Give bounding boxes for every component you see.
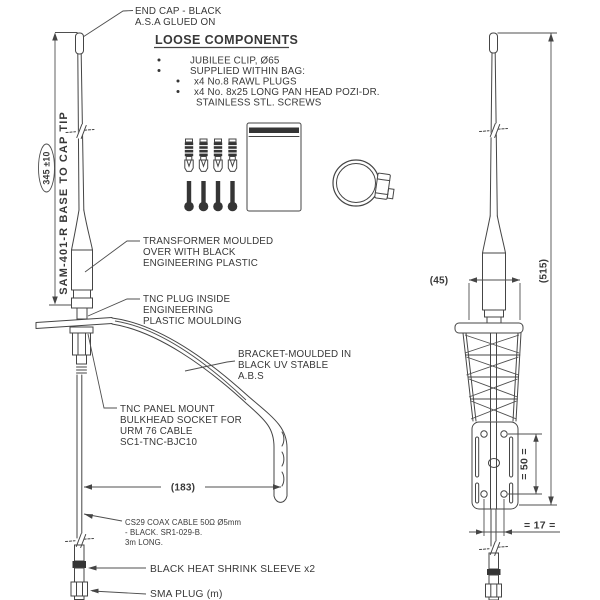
coax-cable-label: - BLACK. SR1-029-B.	[125, 528, 202, 537]
heat-shrink-band	[72, 561, 86, 568]
dim-45: (45)	[430, 276, 521, 320]
dim-515: (515)	[497, 32, 557, 506]
sma-plug-label: SMA PLUG (m)	[150, 589, 223, 600]
dim-345: 345 ±10	[38, 32, 78, 306]
dim-body-width: (45)	[430, 276, 449, 287]
tnc-socket-label: URM 76 CABLE	[120, 426, 193, 437]
front-view: (45) (515) = 50 = = 17 =	[430, 32, 560, 600]
dim-50: = 50 =	[508, 433, 542, 495]
sma-plug-side	[70, 581, 88, 600]
bag-drawing	[246, 122, 302, 212]
transformer-label: OVER WITH BLACK	[143, 247, 236, 258]
end-cap-front	[489, 32, 498, 54]
break-mark	[479, 122, 508, 139]
coax-cable-label: 3m LONG.	[125, 538, 163, 547]
dim-183: (183)	[84, 483, 281, 494]
antenna-whip-side	[65, 32, 95, 320]
antenna-whip-front	[479, 32, 508, 324]
loose-components-heading: LOOSE COMPONENTS	[155, 33, 298, 47]
leader-lines	[82, 10, 236, 595]
bracket-top-plate	[454, 322, 524, 334]
end-cap-label: A.S.A GLUED ON	[135, 17, 216, 28]
transformer-label: TRANSFORMER MOULDED	[143, 236, 273, 247]
rawl-plugs-drawing	[184, 138, 238, 172]
loose-components: LOOSE COMPONENTS JUBILEE CLIP, Ø65 SUPPL…	[154, 33, 395, 212]
bullet-icon	[176, 90, 180, 93]
coax-cable-front	[479, 508, 508, 600]
screw-hole	[500, 490, 508, 498]
dim-hole-spacing-vertical: = 50 =	[519, 448, 531, 480]
loose-item: SUPPLIED WITHIN BAG:	[190, 66, 305, 77]
break-mark	[479, 540, 508, 557]
bullet-icon	[157, 58, 161, 62]
sma-plug-front	[485, 583, 502, 600]
center-hole	[488, 458, 500, 468]
coax-cable-side	[65, 374, 94, 600]
end-cap-side	[75, 32, 84, 55]
tnc-plug-label: ENGINEERING	[143, 305, 213, 316]
bullet-icon	[157, 69, 161, 72]
loose-item: x4 No.8 RAWL PLUGS	[194, 77, 297, 88]
bracket-front	[454, 322, 524, 510]
tnc-socket-label: TNC PANEL MOUNT	[120, 404, 215, 415]
mounting-plate	[471, 421, 519, 510]
screw-hole	[480, 430, 488, 438]
screw-hole	[500, 430, 508, 438]
tnc-plug-label: TNC PLUG INSIDE	[143, 294, 230, 305]
break-mark	[65, 123, 95, 140]
tnc-socket-side	[69, 326, 94, 374]
transformer-label: ENGINEERING PLASTIC	[143, 258, 258, 269]
loose-item: STAINLESS STL. SCREWS	[196, 98, 322, 109]
break-mark	[65, 532, 94, 549]
bullet-icon	[176, 79, 180, 83]
dim-balloon	[38, 143, 55, 193]
side-view: 345 ±10 SAM-401-R BASE TO CAP TIP (183) …	[35, 6, 351, 600]
dim-hole-spacing-horizontal: = 17 =	[524, 520, 556, 532]
screw-hole	[480, 490, 488, 498]
screws-drawing	[184, 181, 238, 212]
jubilee-clip-drawing	[332, 159, 395, 207]
loose-item: JUBILEE CLIP, Ø65	[190, 56, 280, 67]
moulding-base	[71, 297, 93, 309]
moulding-neck	[76, 307, 88, 320]
tnc-socket-label: BULKHEAD SOCKET FOR	[120, 415, 242, 426]
tnc-socket-label: SC1-TNC-BJC10	[120, 437, 197, 448]
moulding-ring	[73, 289, 91, 299]
bracket-label: A.B.S	[238, 371, 264, 382]
axis-label: SAM-401-R BASE TO CAP TIP	[58, 111, 70, 295]
side-view-labels: END CAP - BLACK A.S.A GLUED ON TRANSFORM…	[120, 6, 351, 600]
dim-total-length: 345 ±10	[42, 151, 52, 184]
dim-17: = 17 =	[469, 499, 560, 536]
bracket-label: BRACKET-MOULDED IN	[238, 349, 351, 360]
tnc-plug-label: PLASTIC MOULDING	[143, 316, 242, 327]
loose-item: x4 No. 8x25 LONG PAN HEAD POZI-DR.	[194, 87, 380, 98]
dim-bracket-depth: (183)	[171, 483, 195, 494]
dim-overall-height: (515)	[539, 259, 550, 283]
bracket-label: BLACK UV STABLE	[238, 360, 329, 371]
bracket-side	[35, 317, 288, 503]
end-cap-label: END CAP - BLACK	[135, 6, 222, 17]
coax-cable-label: CS29 COAX CABLE 50Ω Ø5mm	[125, 518, 241, 527]
heat-shrink-label: BLACK HEAT SHRINK SLEEVE x2	[150, 564, 315, 575]
